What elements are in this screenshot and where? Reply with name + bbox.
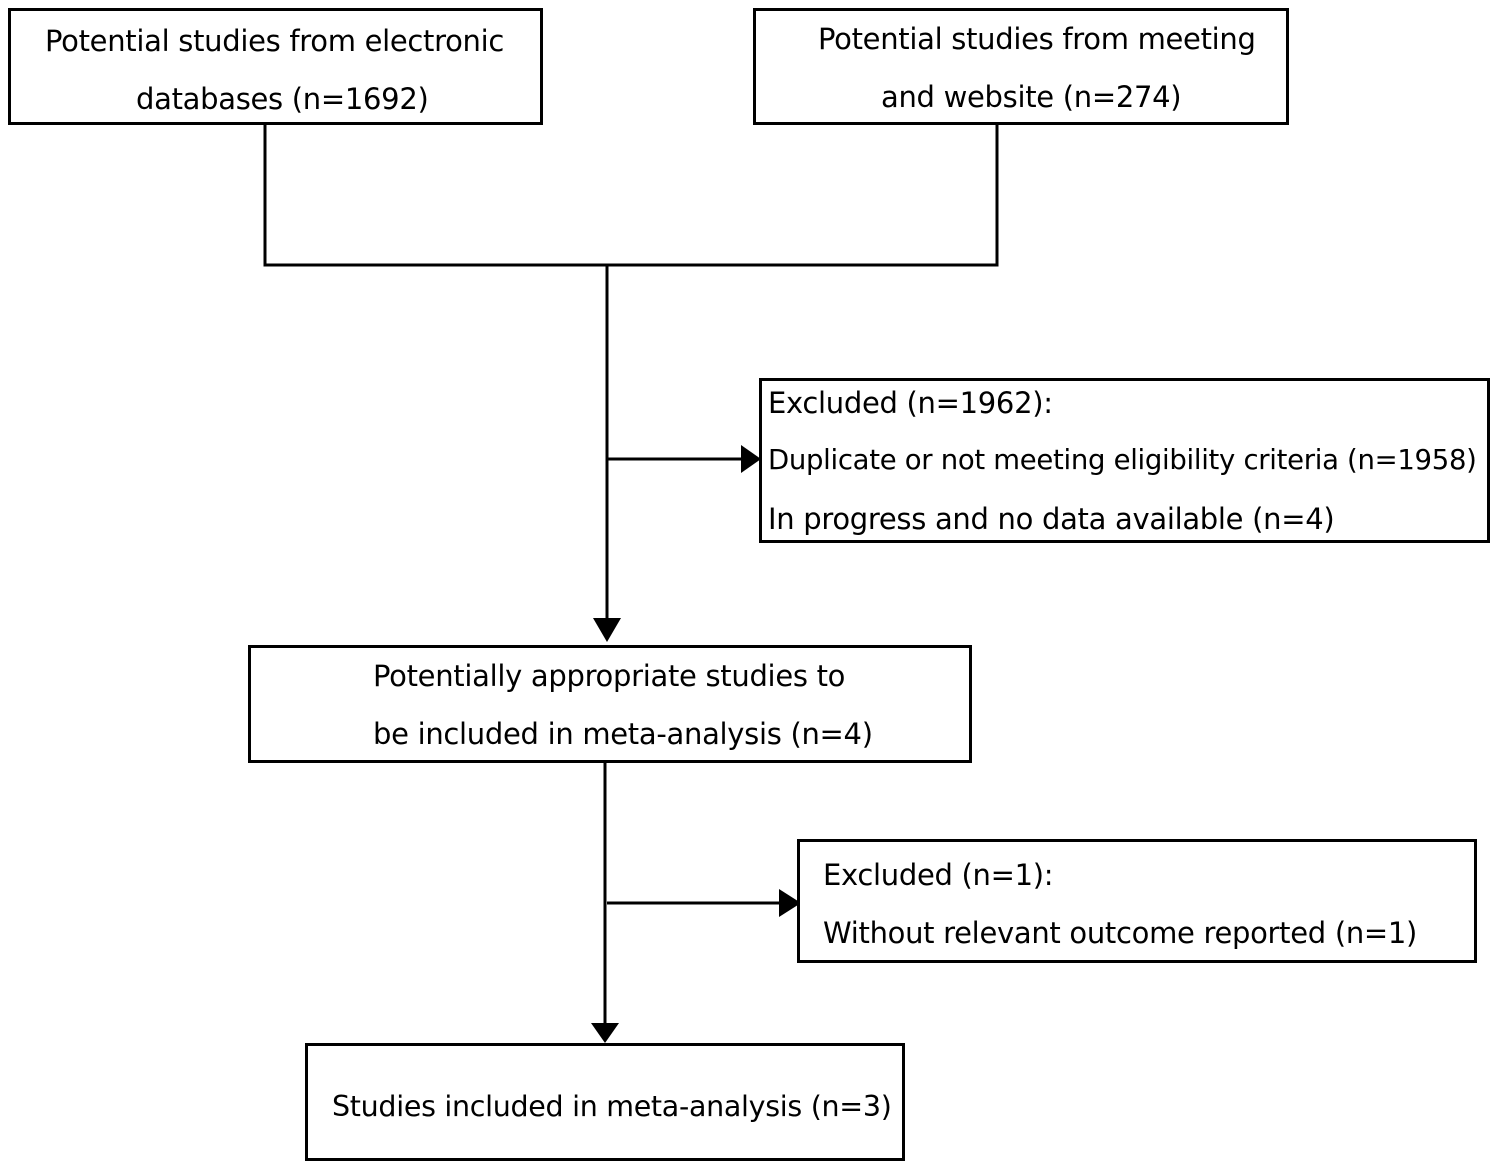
arrowhead-down-1 bbox=[593, 618, 621, 642]
electronic-databases-box: Potential studies from electronic databa… bbox=[8, 8, 543, 125]
electronic-box-line-1: Potential studies from electronic bbox=[45, 24, 505, 58]
potential-box-line-1: Potentially appropriate studies to bbox=[373, 659, 846, 693]
arrowhead-right-2 bbox=[779, 889, 801, 917]
excluded-second-line-2: Without relevant outcome reported (n=1) bbox=[823, 916, 1418, 950]
potentially-appropriate-box: Potentially appropriate studies to be in… bbox=[248, 645, 972, 763]
excluded-second-line-1: Excluded (n=1): bbox=[823, 858, 1054, 892]
meeting-box-line-2: and website (n=274) bbox=[881, 80, 1182, 114]
excluded-first-box: Excluded (n=1962): Duplicate or not meet… bbox=[759, 378, 1490, 543]
included-box-line-1: Studies included in meta-analysis (n=3) bbox=[332, 1090, 892, 1123]
meeting-box-line-1: Potential studies from meeting bbox=[818, 22, 1256, 56]
excluded-first-line-2: Duplicate or not meeting eligibility cri… bbox=[768, 444, 1477, 476]
potential-box-line-2: be included in meta-analysis (n=4) bbox=[373, 717, 873, 751]
arrowhead-down-2 bbox=[591, 1023, 619, 1043]
meeting-website-box: Potential studies from meeting and websi… bbox=[753, 8, 1289, 125]
studies-included-box: Studies included in meta-analysis (n=3) bbox=[305, 1043, 905, 1161]
excluded-first-line-1: Excluded (n=1962): bbox=[768, 386, 1053, 420]
excluded-second-box: Excluded (n=1): Without relevant outcome… bbox=[797, 839, 1477, 963]
excluded-first-line-3: In progress and no data available (n=4) bbox=[768, 502, 1335, 536]
electronic-box-line-2: databases (n=1692) bbox=[136, 82, 429, 116]
arrowhead-right-1 bbox=[741, 445, 761, 473]
